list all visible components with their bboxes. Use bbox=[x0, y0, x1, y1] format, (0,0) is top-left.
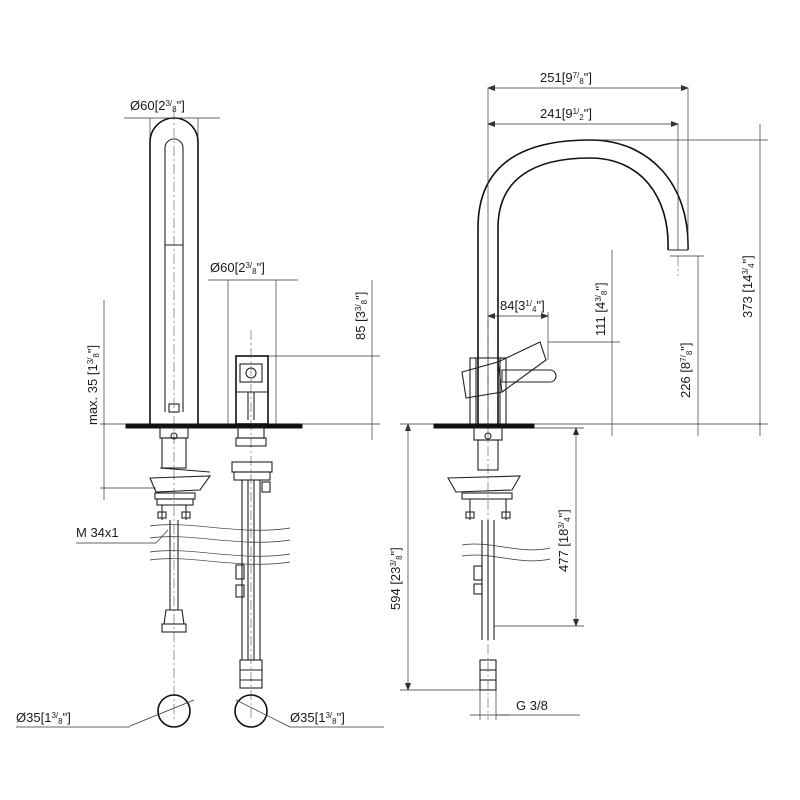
dim-depth-594: 594 [233/8"] bbox=[388, 423, 480, 691]
svg-text:226 [87/8"]: 226 [87/8"] bbox=[678, 342, 694, 398]
spout-underside-assembly bbox=[149, 427, 212, 728]
svg-text:251[97/8"]: 251[97/8"] bbox=[540, 70, 592, 86]
faucet-side-view bbox=[461, 139, 689, 720]
svg-text:Ø35[13/8"]: Ø35[13/8"] bbox=[290, 710, 345, 726]
dim-depth-477: 477 [183/4"] bbox=[494, 427, 584, 627]
svg-text:111 [43/8"]: 111 [43/8"] bbox=[593, 282, 609, 336]
dim-handle-height: 85 [33/8"] bbox=[268, 280, 380, 440]
countertop-right bbox=[433, 423, 535, 429]
svg-text:594 [233/8"]: 594 [233/8"] bbox=[388, 547, 404, 610]
svg-text:477 [183/4"]: 477 [183/4"] bbox=[556, 509, 572, 572]
svg-text:Ø35[13/8"]: Ø35[13/8"] bbox=[16, 710, 71, 726]
dim-height-111: 111 [43/8"] bbox=[534, 250, 620, 436]
svg-text:Ø60[23/8"]: Ø60[23/8"] bbox=[130, 98, 185, 114]
svg-text:Ø60[23/8"]: Ø60[23/8"] bbox=[210, 260, 265, 276]
svg-text:G 3/8: G 3/8 bbox=[516, 698, 548, 713]
svg-text:241[91/2"]: 241[91/2"] bbox=[540, 106, 592, 122]
dim-max-thickness: max. 35 [13/8"] bbox=[85, 300, 156, 500]
dim-lever-84: 84[31/4"] bbox=[487, 298, 549, 360]
dim-height-226: 226 [87/8"] bbox=[620, 255, 704, 436]
spout-front-view bbox=[149, 110, 199, 720]
break-lines-right bbox=[461, 543, 551, 562]
dim-reach-241: 241[91/2"] bbox=[487, 106, 679, 250]
dim-handle-diameter: Ø60[23/8"] bbox=[208, 260, 298, 424]
dim-spout-diameter: Ø60[23/8"] bbox=[124, 98, 220, 138]
dim-hose-right: Ø35[13/8"] bbox=[235, 699, 384, 728]
break-lines-left bbox=[149, 524, 291, 565]
svg-text:max. 35 [13/8"]: max. 35 [13/8"] bbox=[85, 345, 101, 425]
handle-underside-assembly bbox=[231, 427, 273, 728]
dim-reach-251: 251[97/8"] bbox=[487, 70, 689, 424]
countertop-left bbox=[125, 423, 303, 429]
side-underside-assembly bbox=[447, 427, 521, 691]
svg-text:M 34x1: M 34x1 bbox=[76, 525, 119, 540]
dim-height-373: 373 [143/4"] bbox=[600, 124, 768, 436]
handle-front-view bbox=[235, 330, 269, 720]
dim-hose-left: Ø35[13/8"] bbox=[16, 699, 195, 728]
dim-thread: M 34x1 bbox=[76, 525, 169, 544]
svg-text:84[31/4"]: 84[31/4"] bbox=[500, 298, 545, 314]
diameter-symbol: Ø bbox=[130, 98, 140, 113]
dim-connection-g38: G 3/8 bbox=[470, 690, 580, 720]
svg-text:373 [143/4"]: 373 [143/4"] bbox=[740, 255, 756, 318]
svg-text:85 [33/8"]: 85 [33/8"] bbox=[353, 292, 369, 340]
